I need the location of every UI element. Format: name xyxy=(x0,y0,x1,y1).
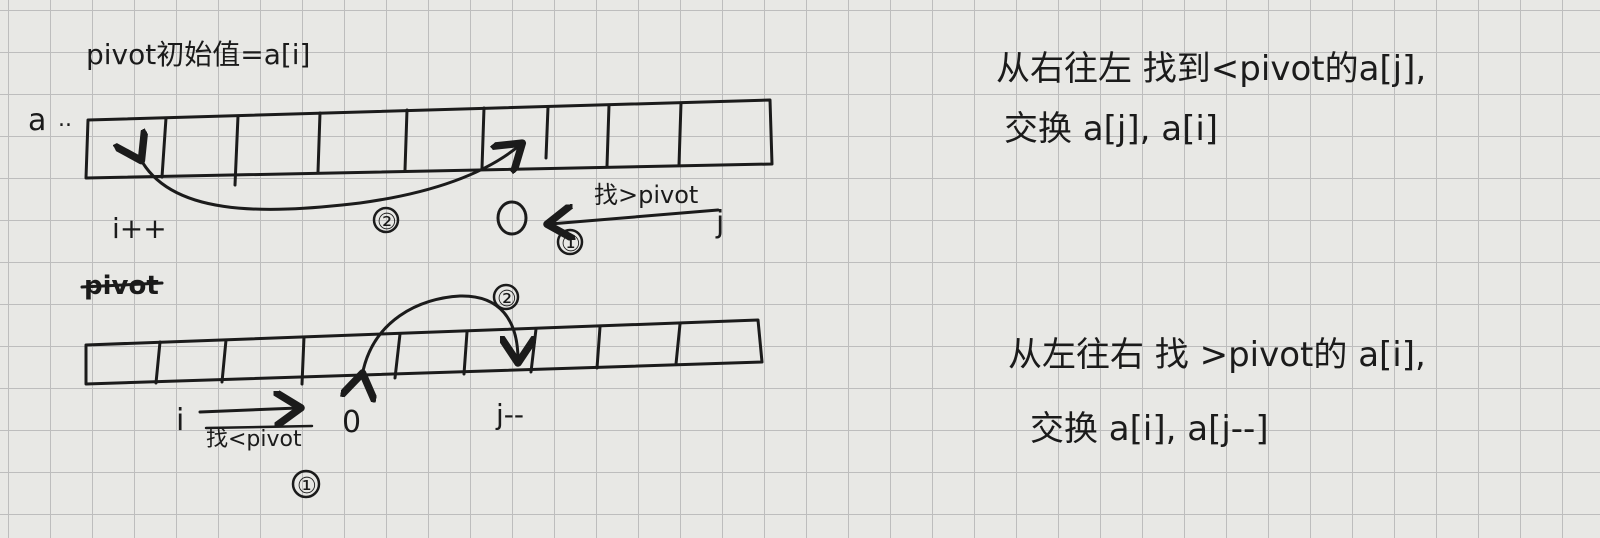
bottom-array-cell-divider xyxy=(462,330,469,376)
top-array-cell-divider xyxy=(677,101,683,167)
top-step1-circle xyxy=(556,228,584,256)
top-i-plus-label: i++ xyxy=(112,212,167,245)
bottom-zero-label: 0 xyxy=(342,405,361,440)
top-step2-label: ② xyxy=(377,210,397,235)
top-array-cell-divider xyxy=(160,116,168,179)
top-array-outline xyxy=(84,98,774,180)
bottom-j-minus-label: j-- xyxy=(495,398,524,431)
bottom-array-cell-divider xyxy=(674,322,682,366)
top-move-label: 找>pivot xyxy=(594,181,698,209)
top-array-cell-divider xyxy=(403,108,409,172)
array-name-label: a xyxy=(28,103,46,138)
bottom-i-label: i xyxy=(176,403,184,438)
bottom-array-cell-divider xyxy=(154,340,162,385)
bottom-array-cell-divider xyxy=(300,335,306,386)
top-note-line2: 交换 a[j], a[i] xyxy=(1004,109,1218,149)
bottom-move-label: 找<pivot xyxy=(206,427,302,452)
bottom-array xyxy=(84,318,764,386)
top-array-cell-divider xyxy=(316,111,322,174)
bottom-array-cell-divider xyxy=(595,325,602,370)
top-zero-mark xyxy=(496,200,528,236)
bottom-step1-label: ① xyxy=(297,474,317,499)
bottom-move-underline xyxy=(204,424,314,430)
bottom-move-arrow xyxy=(198,408,298,412)
strike-through-line xyxy=(80,281,164,289)
bottom-array-cell-divider xyxy=(529,327,538,374)
bottom-note-line1: 从左往右 找 >pivot的 a[i], xyxy=(1008,335,1426,375)
top-step1-label: ① xyxy=(561,232,581,257)
top-array xyxy=(84,98,774,187)
bottom-array-cell-divider xyxy=(393,332,402,380)
bottom-array-outline xyxy=(84,318,764,386)
top-move-arrow xyxy=(550,210,720,224)
top-array-cell-divider xyxy=(480,106,486,170)
bottom-step2-label: ② xyxy=(497,287,517,312)
array-name-dots: .. xyxy=(58,107,72,132)
pivot-initial-label: pivot初始值=a[i] xyxy=(86,38,310,71)
bottom-step2-circle xyxy=(492,283,520,311)
bottom-step1-circle xyxy=(291,469,321,499)
top-j-label: j xyxy=(715,205,724,240)
bottom-note-line2: 交换 a[i], a[j--] xyxy=(1030,409,1269,449)
bottom-array-cell-divider xyxy=(220,338,228,384)
swap-arc-arrow xyxy=(140,145,520,211)
top-array-cell-divider xyxy=(605,103,611,168)
top-note-line1: 从右往左 找到<pivot的a[j], xyxy=(996,49,1426,89)
top-step2-circle xyxy=(372,206,400,234)
bottom-swap-arc-arrow xyxy=(362,294,518,376)
top-array-cell-divider xyxy=(544,105,550,160)
